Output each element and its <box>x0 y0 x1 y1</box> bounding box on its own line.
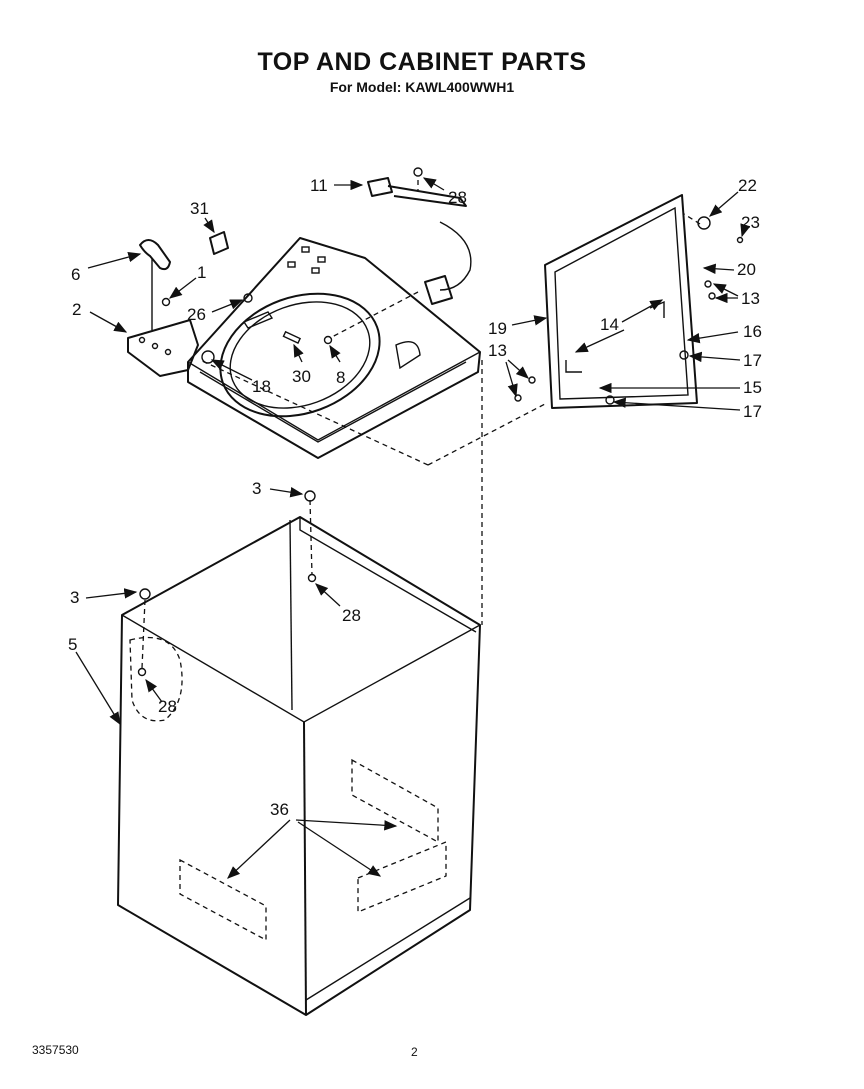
callout-18: 18 <box>252 377 271 396</box>
callout-31: 31 <box>190 199 209 218</box>
callout-22: 22 <box>738 176 757 195</box>
callout-labels: 11 28 31 6 1 2 26 18 30 8 22 23 20 13 19… <box>68 176 762 819</box>
screw-hardware <box>137 167 744 677</box>
hinge-clip <box>139 239 171 330</box>
callout-3-lower: 3 <box>70 588 79 607</box>
cabinet <box>117 359 546 1016</box>
top-panel <box>187 237 481 459</box>
callout-28-cabinet: 28 <box>342 606 361 625</box>
callout-13-left: 13 <box>488 341 507 360</box>
callout-1: 1 <box>197 263 206 282</box>
callout-28-inset: 28 <box>158 697 177 716</box>
model-subtitle: For Model: KAWL400WWH1 <box>329 79 515 95</box>
document-number: 3357530 <box>32 1043 79 1057</box>
callout-17-lower: 17 <box>743 402 762 421</box>
page-number: 2 <box>411 1045 418 1059</box>
callout-26: 26 <box>187 305 206 324</box>
mounting-bracket <box>127 319 199 377</box>
callout-leaders <box>75 177 751 879</box>
callout-36: 36 <box>270 800 289 819</box>
part-31 <box>209 231 229 255</box>
lid <box>544 194 698 409</box>
callout-30: 30 <box>292 367 311 386</box>
callout-2: 2 <box>72 300 81 319</box>
callout-11: 11 <box>310 176 328 195</box>
callout-17-upper: 17 <box>743 351 762 370</box>
page-title: TOP AND CABINET PARTS <box>257 48 587 76</box>
callout-14: 14 <box>600 315 619 334</box>
callout-23: 23 <box>741 213 760 232</box>
lid-switch-harness <box>367 177 472 305</box>
callout-15: 15 <box>743 378 762 397</box>
callout-28: 28 <box>448 188 467 207</box>
callout-16: 16 <box>743 322 762 341</box>
callout-3-upper: 3 <box>252 479 261 498</box>
callout-6: 6 <box>71 265 80 284</box>
callout-20: 20 <box>737 260 756 279</box>
callout-8: 8 <box>336 368 345 387</box>
callout-5: 5 <box>68 635 77 654</box>
callout-19: 19 <box>488 319 507 338</box>
callout-13-right: 13 <box>741 289 760 308</box>
